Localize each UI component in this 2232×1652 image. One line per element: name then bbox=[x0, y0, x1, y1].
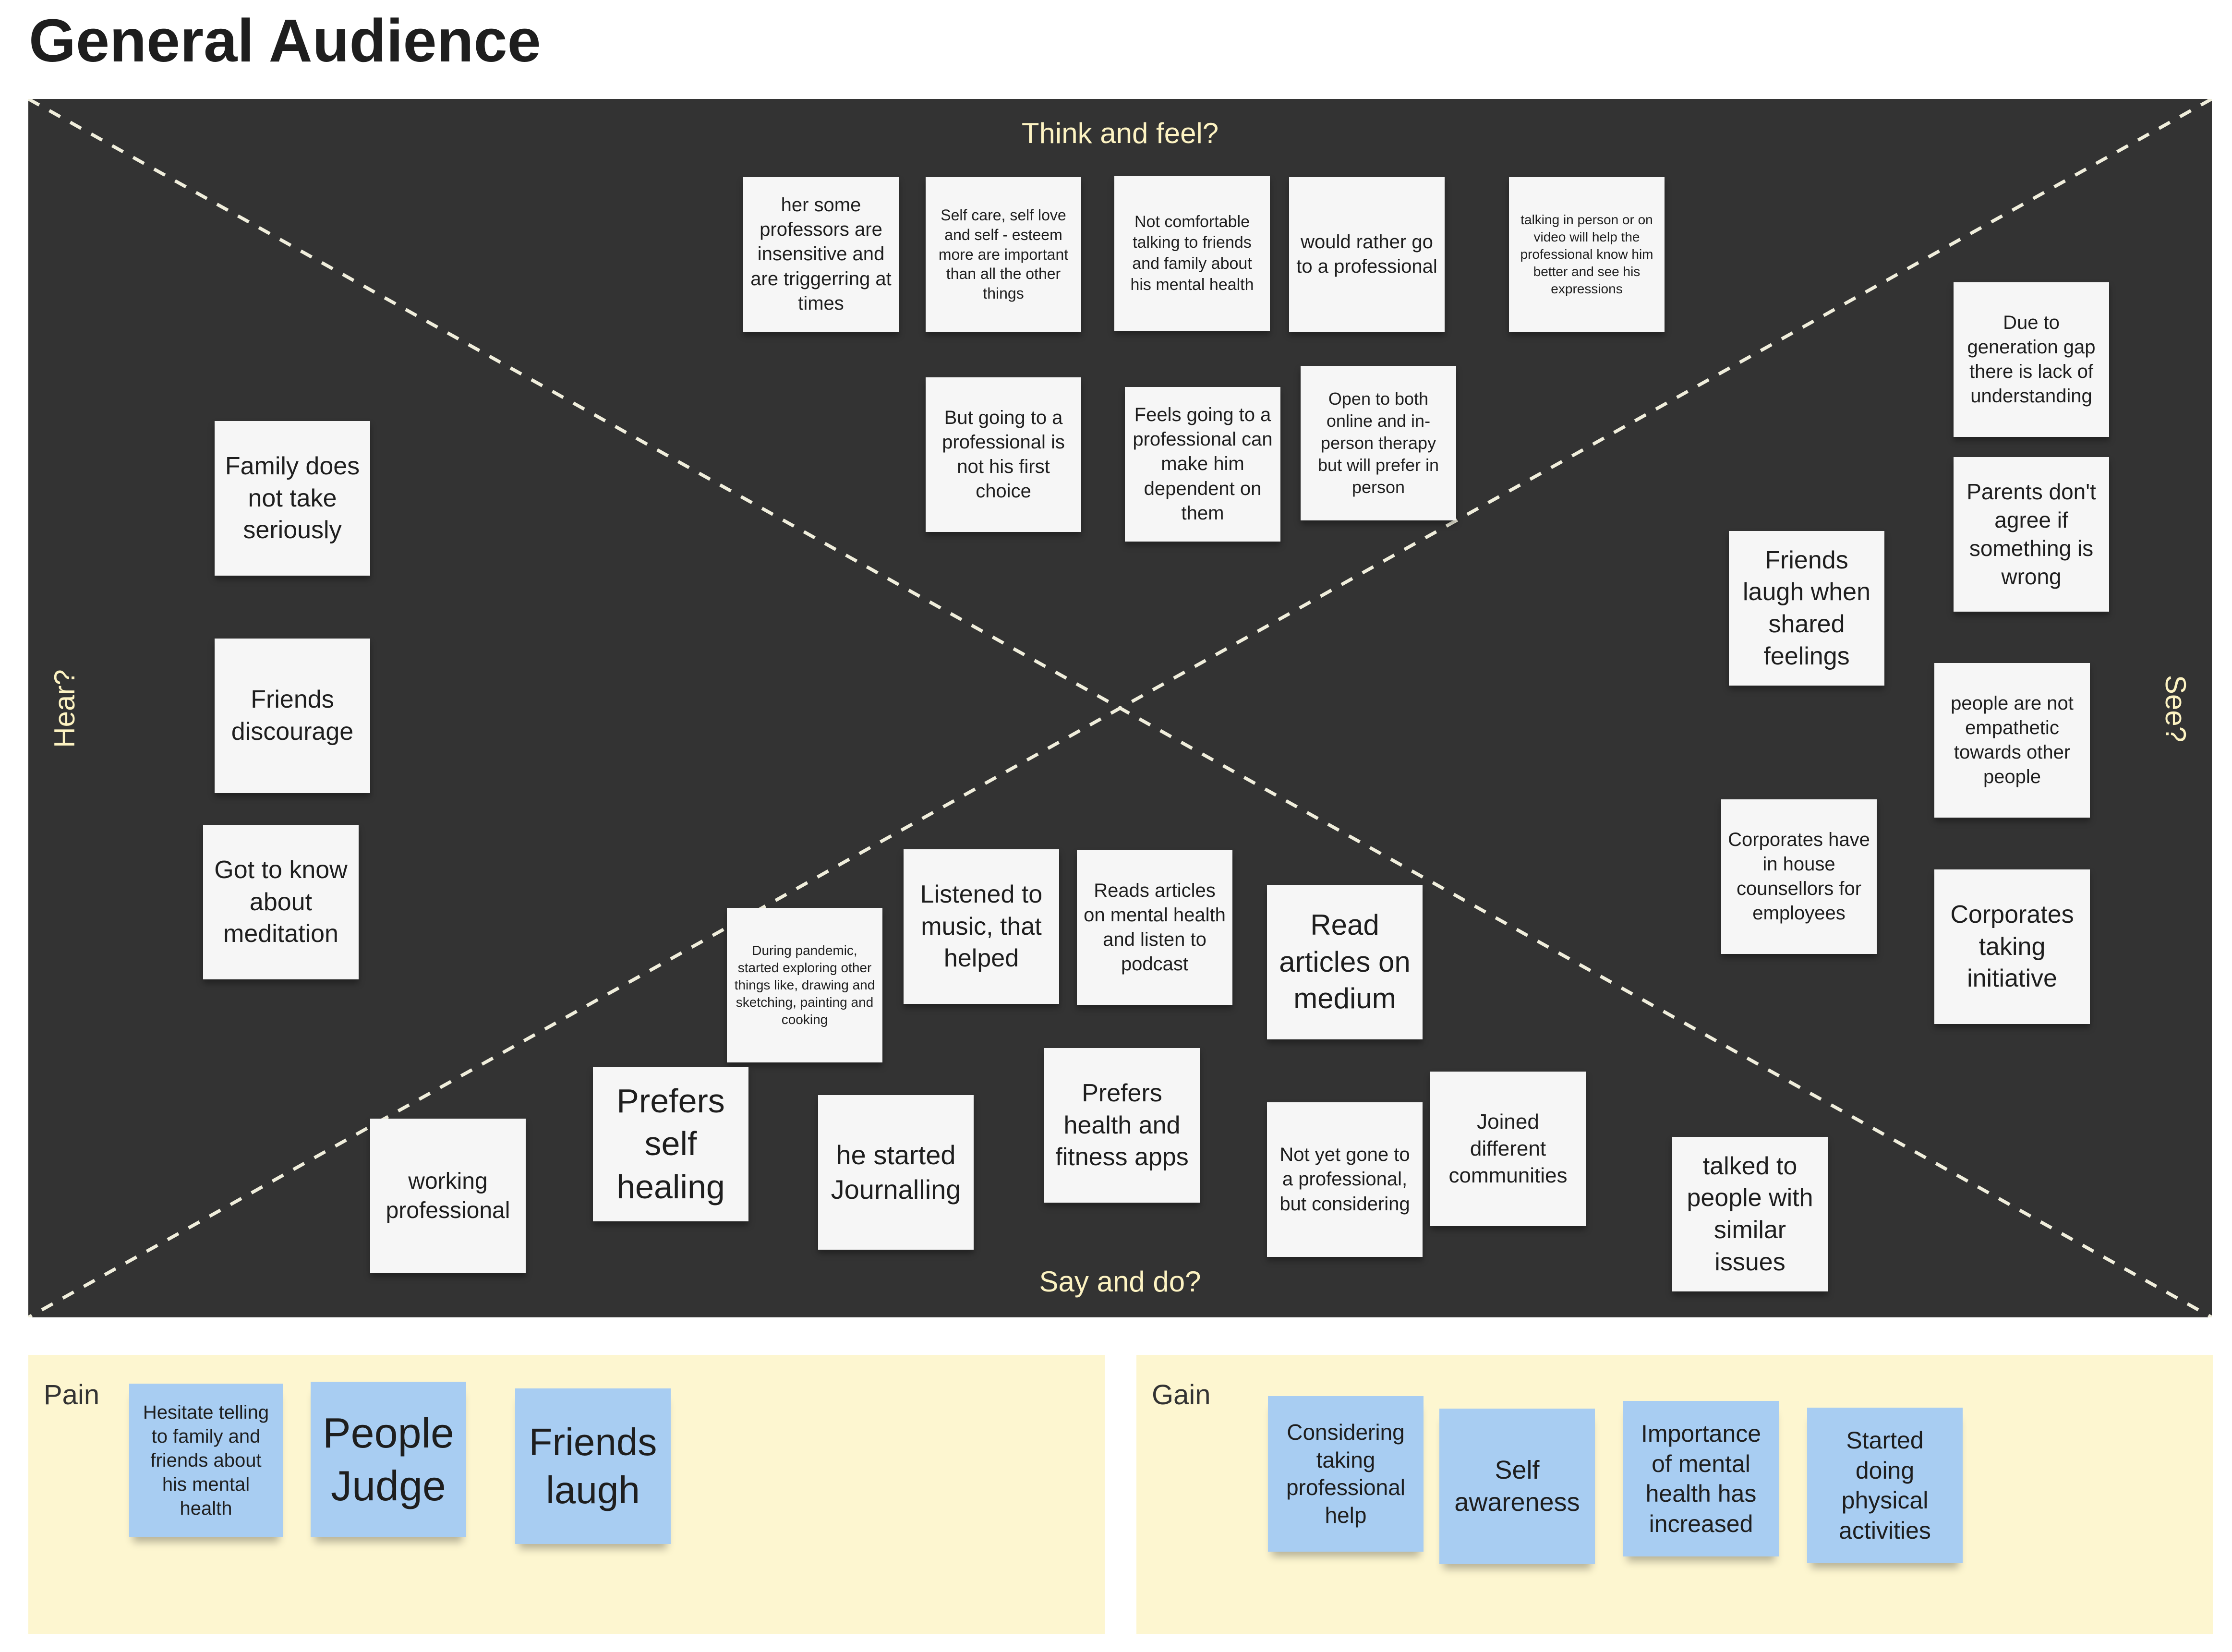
sticky-note-gain[interactable]: Self awareness bbox=[1439, 1409, 1595, 1564]
quadrant-label-say-do: Say and do? bbox=[1039, 1266, 1201, 1298]
sticky-note-see[interactable]: Corporates taking initiative bbox=[1934, 869, 2090, 1024]
sticky-note-hear[interactable]: Friends discourage bbox=[215, 639, 370, 793]
sticky-note-gain[interactable]: Started doing physical activities bbox=[1807, 1408, 1963, 1563]
sticky-note-see[interactable]: Corporates have in house counsellors for… bbox=[1721, 799, 1877, 954]
sticky-note-hear[interactable]: Family does not take seriously bbox=[215, 421, 370, 576]
sticky-note-pain[interactable]: People Judge bbox=[311, 1382, 466, 1537]
empathy-map-board[interactable]: Think and feel? Say and do? Hear? See? h… bbox=[28, 99, 2212, 1317]
sticky-note-gain[interactable]: Importance of mental health has increase… bbox=[1623, 1401, 1779, 1556]
quadrant-label-hear: Hear? bbox=[48, 669, 81, 748]
gain-area[interactable]: Gain Considering taking professional hel… bbox=[1136, 1355, 2213, 1634]
sticky-note-gain[interactable]: Considering taking professional help bbox=[1268, 1396, 1424, 1552]
sticky-note-hear[interactable]: Got to know about meditation bbox=[203, 825, 359, 979]
sticky-note-pain[interactable]: Hesitate telling to family and friends a… bbox=[129, 1384, 283, 1537]
sticky-note-say-do[interactable]: During pandemic, started exploring other… bbox=[727, 908, 882, 1062]
page-title: General Audience bbox=[29, 7, 541, 74]
sticky-note-say-do[interactable]: he started Journalling bbox=[818, 1095, 974, 1250]
quadrant-label-see: See? bbox=[2160, 675, 2192, 743]
sticky-note-say-do[interactable]: Listened to music, that helped bbox=[904, 849, 1059, 1004]
sticky-note-say-do[interactable]: Prefers health and fitness apps bbox=[1044, 1048, 1200, 1203]
pain-area[interactable]: Pain Hesitate telling to family and frie… bbox=[28, 1355, 1105, 1634]
sticky-note-say-do[interactable]: Read articles on medium bbox=[1267, 885, 1423, 1039]
sticky-note-say-do[interactable]: Not yet gone to a professional, but cons… bbox=[1267, 1102, 1423, 1257]
sticky-note-see[interactable]: Friends laugh when shared feelings bbox=[1729, 531, 1884, 686]
sticky-note-think[interactable]: Not comfortable talking to friends and f… bbox=[1114, 176, 1270, 331]
sticky-note-think[interactable]: would rather go to a professional bbox=[1289, 177, 1445, 332]
sticky-note-think[interactable]: her some professors are insensitive and … bbox=[743, 177, 899, 332]
sticky-note-think[interactable]: Feels going to a professional can make h… bbox=[1125, 387, 1280, 542]
sticky-note-see[interactable]: Due to generation gap there is lack of u… bbox=[1954, 282, 2109, 437]
sticky-note-pain[interactable]: Friends laugh bbox=[515, 1388, 671, 1544]
sticky-note-see[interactable]: people are not empathetic towards other … bbox=[1934, 663, 2090, 818]
diagonal-dividers bbox=[28, 99, 2212, 1317]
quadrant-label-think-feel: Think and feel? bbox=[1021, 117, 1219, 149]
sticky-note-think[interactable]: Open to both online and in-person therap… bbox=[1301, 366, 1456, 520]
gain-label: Gain bbox=[1152, 1379, 1211, 1411]
sticky-note-say-do[interactable]: Reads articles on mental health and list… bbox=[1077, 850, 1232, 1005]
pain-label: Pain bbox=[44, 1379, 100, 1411]
sticky-note-think[interactable]: Self care, self love and self - esteem m… bbox=[926, 177, 1081, 332]
sticky-note-say-do[interactable]: Joined different communities bbox=[1430, 1072, 1586, 1226]
sticky-note-say-do[interactable]: talked to people with similar issues bbox=[1672, 1137, 1828, 1291]
sticky-note-see[interactable]: Parents don't agree if something is wron… bbox=[1954, 457, 2109, 612]
sticky-note-think[interactable]: talking in person or on video will help … bbox=[1509, 177, 1665, 332]
sticky-note-think[interactable]: But going to a professional is not his f… bbox=[926, 377, 1081, 532]
sticky-note-say-do[interactable]: working professional bbox=[370, 1119, 526, 1273]
sticky-note-say-do[interactable]: Prefers self healing bbox=[593, 1067, 748, 1221]
